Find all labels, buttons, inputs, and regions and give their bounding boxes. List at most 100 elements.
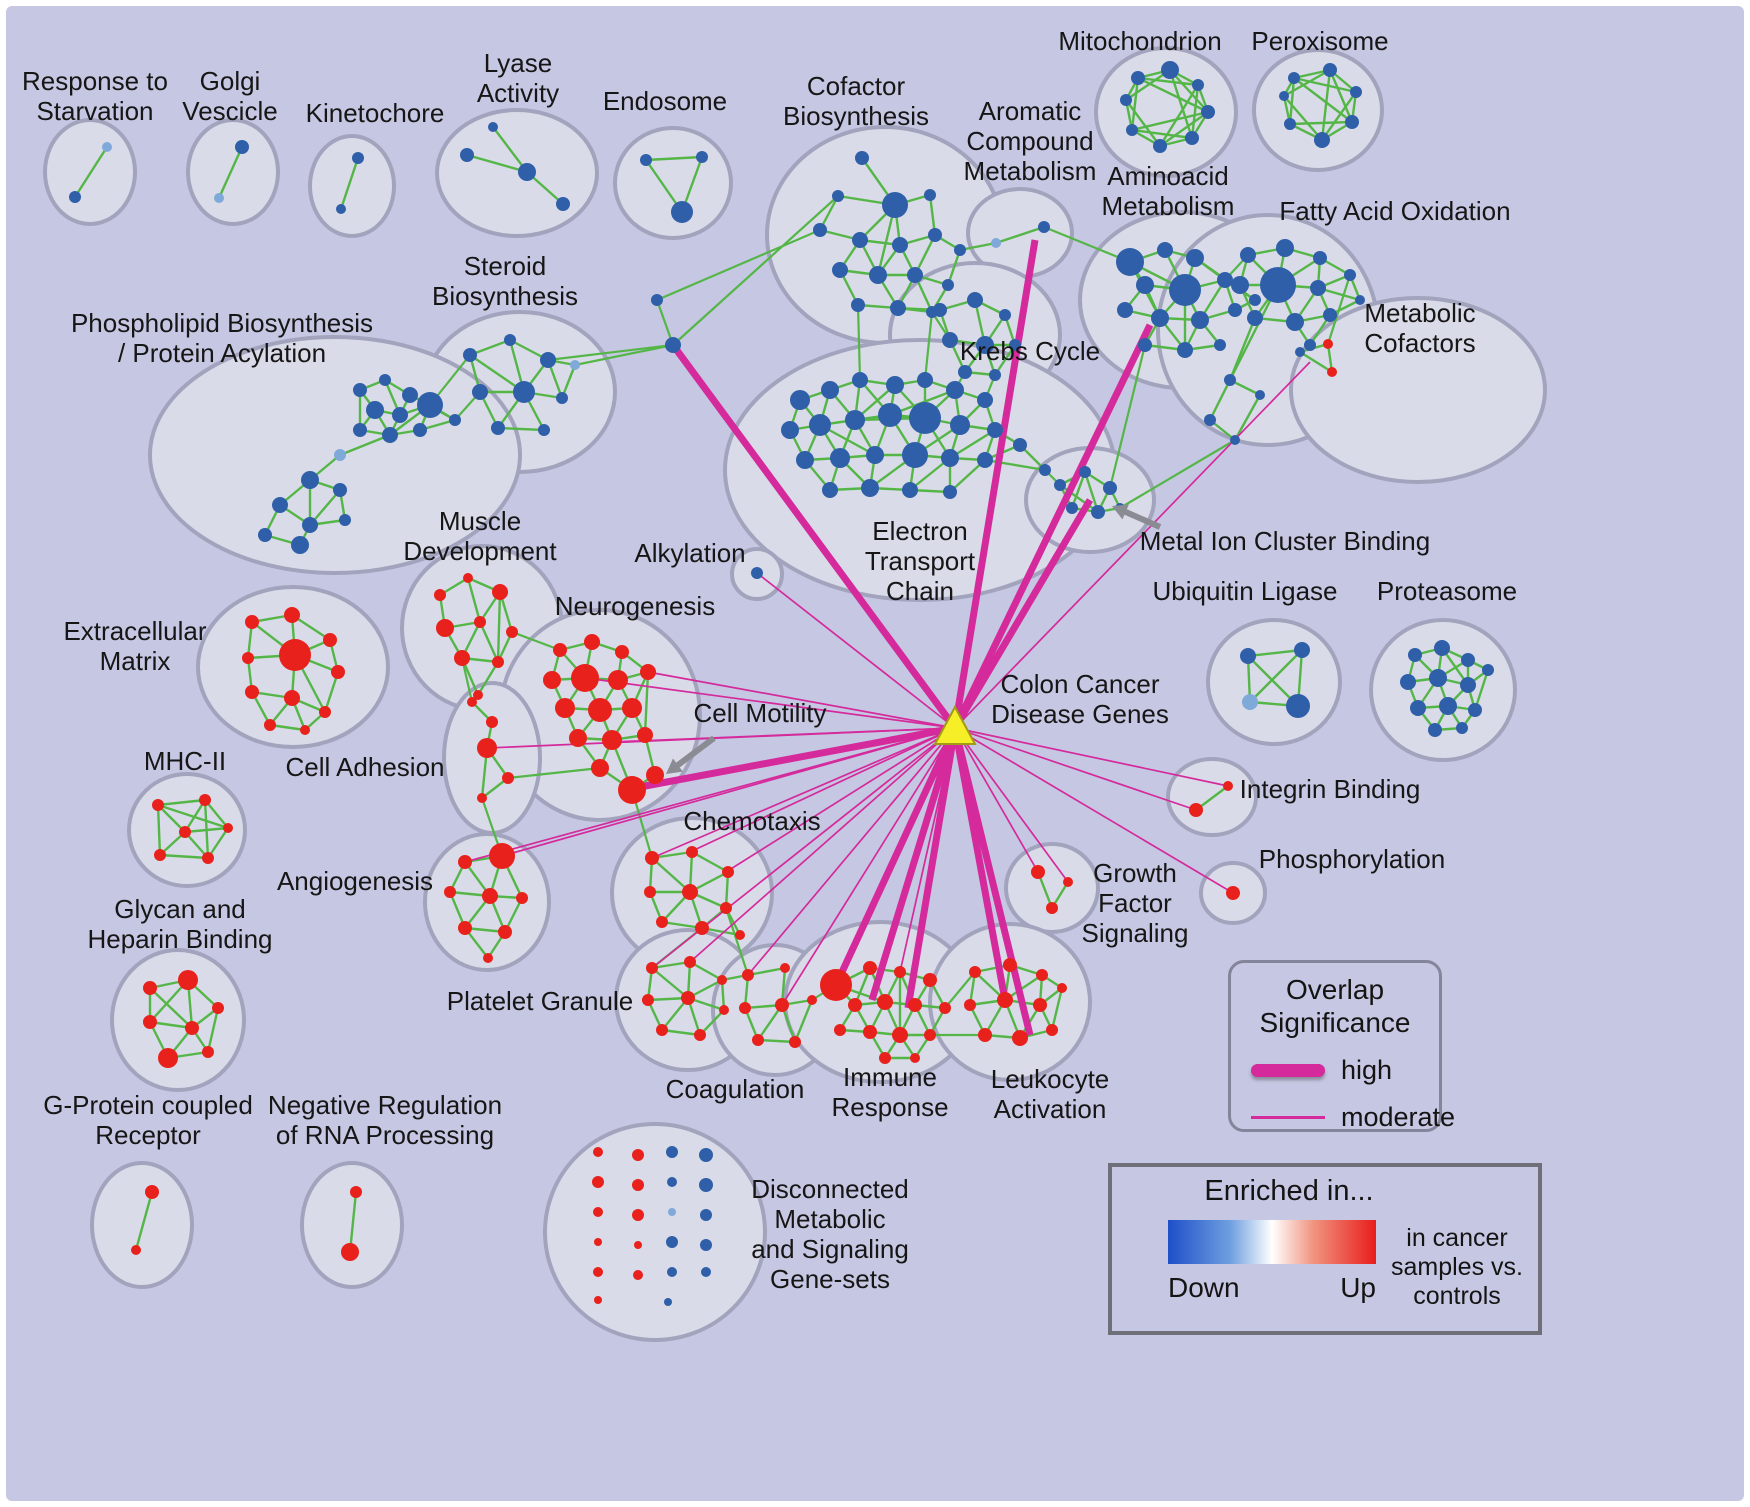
gene-set-node xyxy=(69,191,81,203)
gene-set-node xyxy=(902,482,918,498)
gene-overlap-edge xyxy=(1328,69,1354,123)
gene-set-node xyxy=(632,1149,644,1161)
gene-set-node xyxy=(1249,294,1261,306)
gene-set-node xyxy=(717,975,727,985)
cluster-label-peroxisome: Peroxisome xyxy=(1251,26,1388,56)
gene-set-node xyxy=(832,262,848,278)
gene-set-node xyxy=(284,690,300,706)
gene-overlap-edge xyxy=(323,671,340,713)
gene-overlap-edge xyxy=(157,798,206,807)
gene-set-node xyxy=(1153,139,1167,153)
enrichment-gradient-ends: Down Up xyxy=(1168,1272,1376,1304)
cluster-ellipse-endosome xyxy=(613,126,733,240)
gene-set-node xyxy=(538,424,550,436)
gene-set-node xyxy=(413,423,427,437)
gene-set-node xyxy=(472,384,488,400)
gene-overlap-edge xyxy=(691,850,729,874)
gene-set-node xyxy=(301,471,319,489)
high-significance-swatch xyxy=(1251,1064,1325,1077)
annotation-arrow xyxy=(1119,507,1162,530)
gene-set-node xyxy=(954,244,966,256)
cluster-ellipse-lyase-activity xyxy=(435,108,599,238)
gene-set-node xyxy=(694,1029,706,1041)
gene-overlap-edge xyxy=(1249,649,1303,703)
gene-overlap-edge xyxy=(1070,471,1087,509)
gene-set-node xyxy=(556,197,570,211)
gene-set-node xyxy=(892,237,908,253)
gene-set-node xyxy=(834,1024,846,1036)
gene-set-node xyxy=(1054,479,1066,491)
gene-overlap-edge xyxy=(478,621,500,663)
gene-set-node xyxy=(477,793,487,803)
gene-set-node xyxy=(701,1267,711,1277)
gene-overlap-edge xyxy=(157,804,186,833)
gene-overlap-edge xyxy=(204,799,229,829)
gene-set-node xyxy=(1350,86,1362,98)
gene-overlap-edge xyxy=(339,157,360,210)
gene-set-node xyxy=(1063,877,1073,887)
gene-set-node xyxy=(1304,339,1316,351)
gene-set-node xyxy=(722,866,734,878)
gene-set-node xyxy=(489,843,515,869)
gene-set-node xyxy=(668,1208,676,1216)
gene-set-node xyxy=(334,449,346,461)
disease-overlap-edge-moderate xyxy=(584,677,956,729)
gene-overlap-edge xyxy=(1137,76,1199,87)
gene-set-node xyxy=(486,716,498,728)
cluster-ellipse-glycan-heparin-binding xyxy=(110,948,246,1092)
gene-set-node xyxy=(877,994,893,1010)
disease-overlap-edge-moderate xyxy=(651,727,956,859)
cluster-label-phosphorylation: Phosphorylation xyxy=(1259,844,1445,874)
gene-set-node xyxy=(1120,94,1132,106)
disease-overlap-edge-moderate xyxy=(689,727,956,963)
gene-set-node xyxy=(1310,280,1326,296)
gene-set-node xyxy=(1242,694,1258,710)
gene-set-node xyxy=(665,337,681,353)
gene-overlap-edge xyxy=(497,426,545,432)
gene-set-node xyxy=(482,888,498,904)
gene-set-node xyxy=(1091,505,1105,519)
disease-overlap-edge-high xyxy=(639,724,956,791)
gene-set-node xyxy=(593,1207,603,1217)
gene-set-node xyxy=(869,266,887,284)
gene-set-node xyxy=(933,303,947,317)
annotation-arrow xyxy=(672,735,716,771)
gene-set-node xyxy=(939,1002,951,1014)
gene-set-node xyxy=(908,998,922,1012)
gene-set-node xyxy=(886,376,904,394)
gene-set-node xyxy=(264,719,276,731)
gene-set-node xyxy=(353,423,367,437)
gene-set-node xyxy=(790,390,810,410)
gene-set-node xyxy=(154,849,166,861)
gene-overlap-edge xyxy=(1125,99,1161,147)
gene-set-node xyxy=(488,122,498,132)
gene-overlap-link xyxy=(959,241,997,252)
gene-overlap-edge xyxy=(689,960,723,982)
gene-set-node xyxy=(977,452,993,468)
gene-set-node xyxy=(417,392,443,418)
gene-set-node xyxy=(1126,124,1138,136)
gene-overlap-edge xyxy=(1208,379,1232,421)
cluster-label-coagulation: Coagulation xyxy=(666,1074,805,1104)
gene-overlap-edge xyxy=(946,249,962,286)
cluster-ellipse-kinetochore xyxy=(308,134,396,238)
gene-set-node xyxy=(637,727,653,743)
gene-set-node xyxy=(861,479,879,497)
gene-set-node xyxy=(223,823,233,833)
gene-set-node xyxy=(336,204,346,214)
gene-set-node xyxy=(1157,242,1173,258)
cluster-label-chemotaxis: Chemotaxis xyxy=(683,806,820,836)
gene-overlap-edge xyxy=(661,1028,701,1037)
gene-overlap-edge xyxy=(1288,77,1296,125)
gene-overlap-edge xyxy=(994,344,1016,376)
disease-overlap-edge-moderate xyxy=(954,727,1069,883)
gene-overlap-edge xyxy=(793,999,814,1043)
gene-set-node xyxy=(852,232,868,248)
gene-set-node xyxy=(633,1270,643,1280)
gene-set-node xyxy=(1314,132,1330,148)
gene-overlap-edge xyxy=(73,146,109,198)
